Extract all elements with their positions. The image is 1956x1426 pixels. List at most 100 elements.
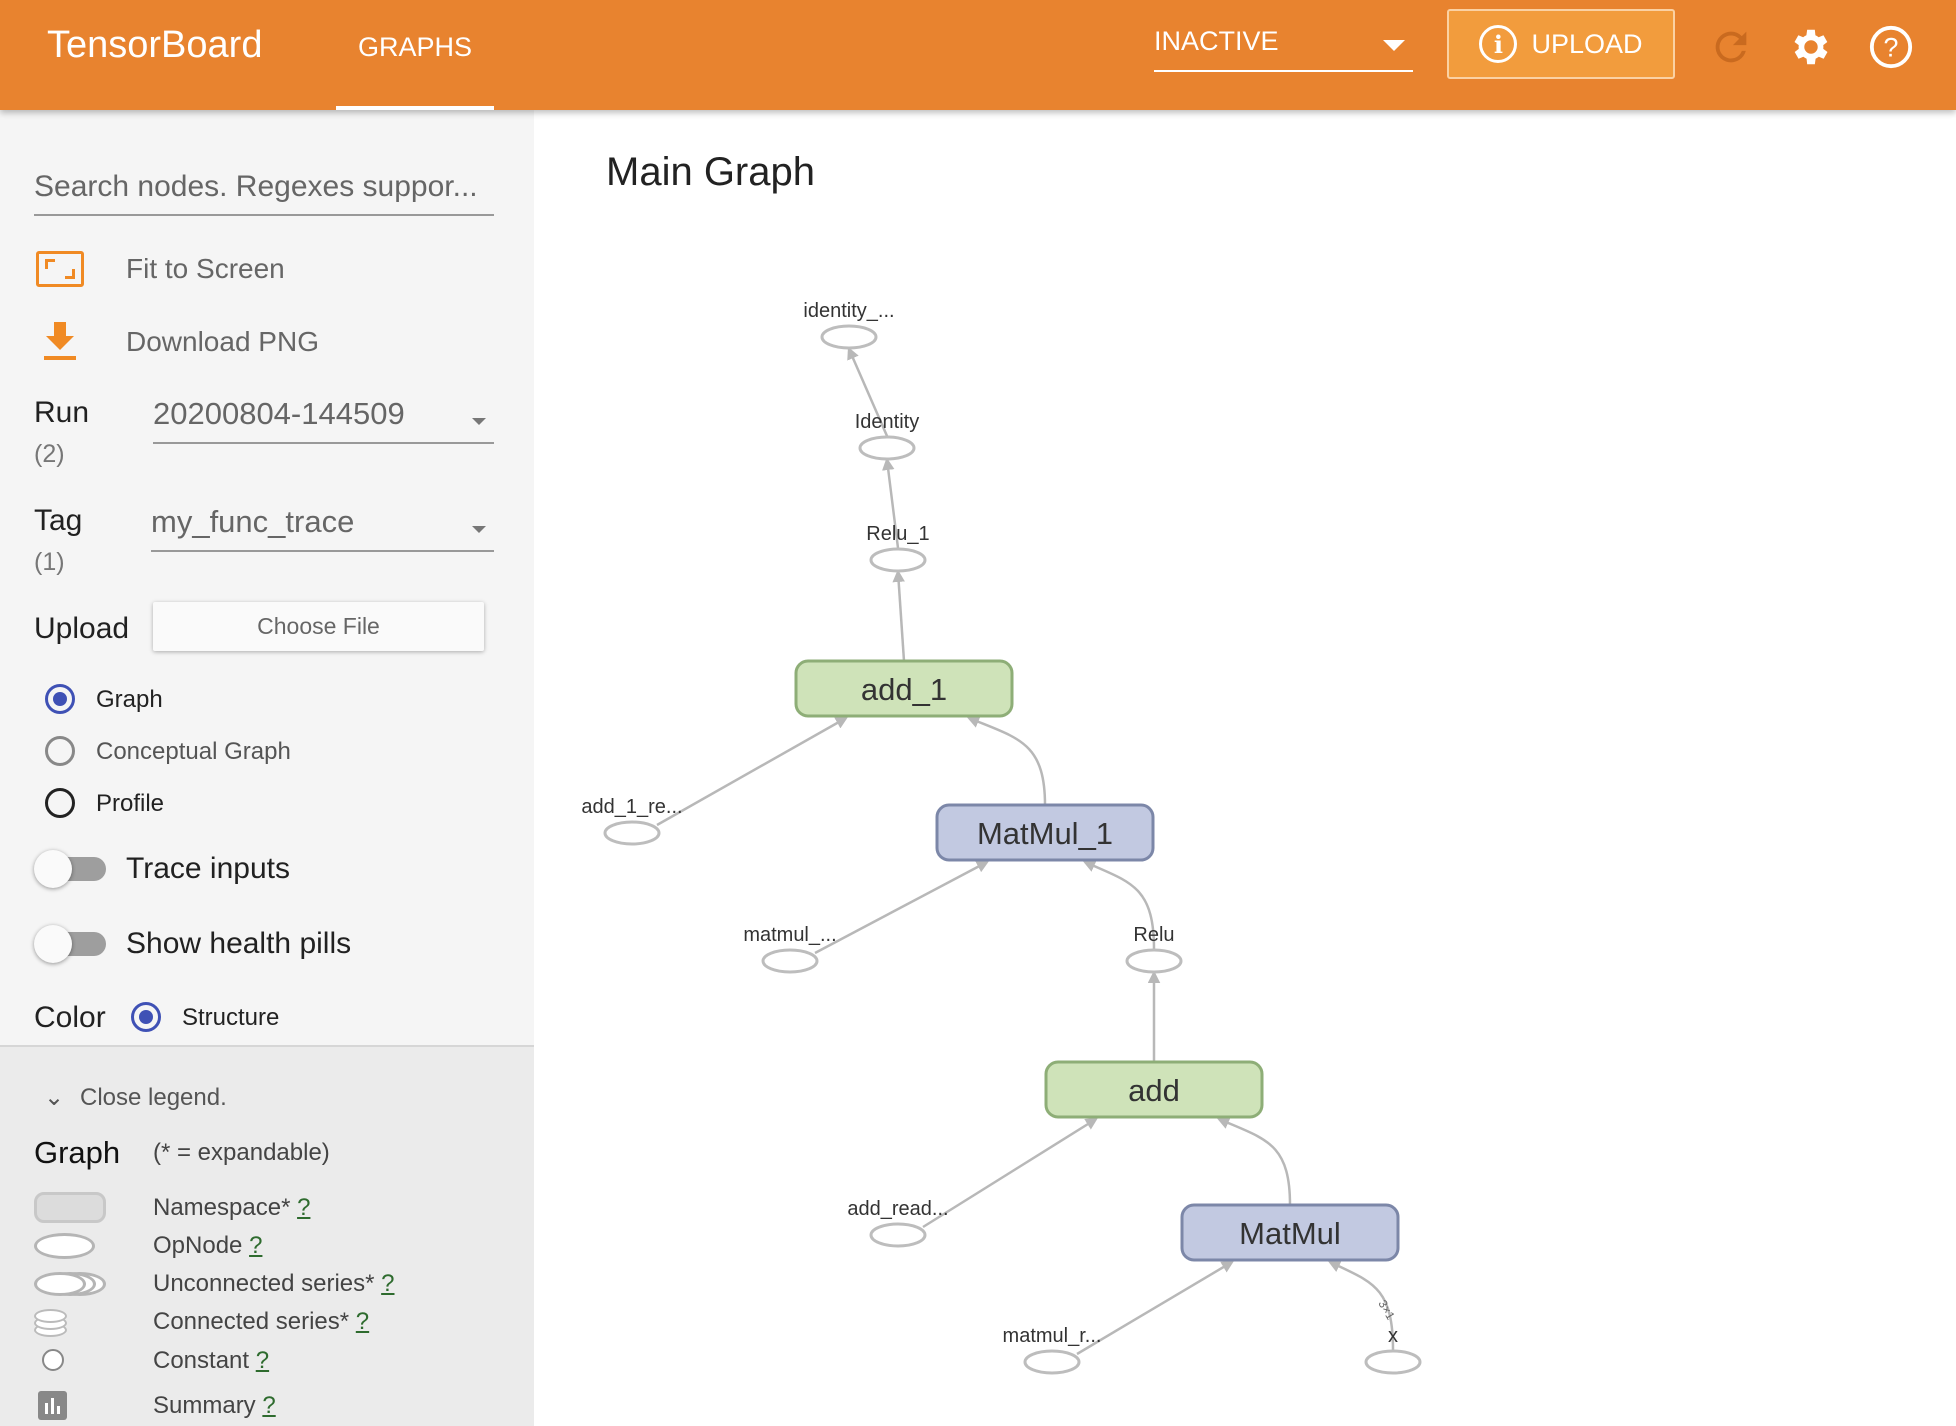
radio-profile-label: Profile <box>96 790 165 817</box>
download-icon[interactable] <box>42 322 78 367</box>
help-link[interactable]: ? <box>262 1392 276 1419</box>
legend-note: (* = expandable) <box>153 1139 330 1166</box>
graph-node-MatMul_1[interactable]: MatMul_1 <box>935 803 1155 862</box>
node-box[interactable] <box>1180 1203 1400 1262</box>
node-label: add_read... <box>847 1198 948 1220</box>
tag-label: Tag <box>34 504 83 537</box>
radio-graph[interactable] <box>45 684 75 714</box>
help-icon[interactable]: ? <box>1868 24 1914 70</box>
opnode-shape[interactable] <box>1023 1349 1081 1375</box>
graph-edge <box>1327 1260 1395 1351</box>
node-label: matmul_r... <box>1003 1325 1102 1347</box>
app-title: TensorBoard <box>47 24 263 66</box>
node-box[interactable] <box>794 659 1014 718</box>
graph-node-identity_out[interactable]: identity_... <box>803 300 895 350</box>
graph-node-add_1_re[interactable]: add_1_re... <box>581 796 683 846</box>
graph-edge <box>814 860 990 955</box>
plugin-select[interactable]: INACTIVE <box>1154 26 1413 72</box>
opnode-shape[interactable] <box>1364 1349 1422 1375</box>
help-link[interactable]: ? <box>355 1308 370 1335</box>
node-box[interactable] <box>935 803 1155 862</box>
help-link[interactable]: ? <box>255 1347 270 1374</box>
node-label: Identity <box>855 411 919 433</box>
graph-edge <box>882 457 900 549</box>
node-box[interactable] <box>1044 1060 1264 1119</box>
legend-connected-series: Connected series* ? <box>153 1308 370 1335</box>
color-label: Color <box>34 1001 106 1034</box>
help-link[interactable]: ? <box>297 1194 311 1221</box>
run-label: Run <box>34 396 90 429</box>
edge-shape-label: 3×1 <box>1375 1298 1397 1323</box>
legend-namespace: Namespace* ? <box>153 1194 311 1221</box>
graph-edge <box>847 346 889 437</box>
tag-select[interactable]: my_func_trace <box>151 504 494 552</box>
tab-graphs[interactable]: GRAPHS <box>336 0 494 110</box>
node-label: x <box>1388 1325 1398 1347</box>
radio-color-structure-label: Structure <box>182 1004 280 1031</box>
graph-edge <box>656 716 849 827</box>
run-select[interactable]: 20200804-144509 <box>153 396 494 444</box>
opnode-shape[interactable] <box>820 324 878 350</box>
refresh-icon[interactable] <box>1708 24 1754 70</box>
graph-node-add_1[interactable]: add_1 <box>794 659 1014 718</box>
graph-node-x[interactable]: x <box>1364 1325 1422 1375</box>
download-png-button[interactable]: Download PNG <box>126 326 319 357</box>
radio-graph-label: Graph <box>96 686 163 713</box>
graph-node-matmul_r[interactable]: matmul_r... <box>1003 1325 1102 1375</box>
legend-opnode: OpNode ? <box>153 1232 263 1259</box>
help-link[interactable]: ? <box>249 1232 263 1259</box>
graph-node-Relu[interactable]: Relu <box>1125 924 1183 974</box>
tag-count: (1) <box>34 548 65 576</box>
close-legend-button[interactable]: Close legend. <box>80 1084 227 1111</box>
choose-file-button[interactable]: Choose File <box>153 602 484 651</box>
node-label: add_1_re... <box>581 796 682 818</box>
graph-node-Relu_1[interactable]: Relu_1 <box>866 523 930 573</box>
node-label: add <box>1128 1073 1180 1108</box>
legend-title: Graph <box>34 1135 121 1170</box>
graph-node-Identity[interactable]: Identity <box>855 411 919 461</box>
run-value: 20200804-144509 <box>153 396 405 431</box>
opnode-shape[interactable] <box>858 435 916 461</box>
opnode-icon <box>34 1233 95 1259</box>
opnode-shape[interactable] <box>1125 948 1183 974</box>
graph-edge <box>1216 1117 1292 1206</box>
gear-icon[interactable] <box>1788 24 1834 70</box>
fit-to-screen-button[interactable]: Fit to Screen <box>126 253 285 284</box>
radio-profile[interactable] <box>45 788 75 818</box>
unconnected-series-icon <box>34 1272 108 1296</box>
health-pills-label: Show health pills <box>126 927 352 960</box>
graph-edge <box>966 716 1047 806</box>
opnode-shape[interactable] <box>869 547 927 573</box>
info-icon: i <box>1479 25 1518 63</box>
legend-constant: Constant ? <box>153 1347 270 1374</box>
trace-inputs-label: Trace inputs <box>126 852 290 885</box>
node-label: add_1 <box>861 672 947 707</box>
top-bar: TensorBoard GRAPHS INACTIVE i UPLOAD ? <box>0 0 1956 110</box>
graph-node-add_read[interactable]: add_read... <box>847 1198 949 1248</box>
radio-conceptual-graph-label: Conceptual Graph <box>96 738 291 765</box>
node-label: identity_... <box>803 300 894 322</box>
graph-node-MatMul[interactable]: MatMul <box>1180 1203 1400 1262</box>
radio-color-structure[interactable] <box>131 1002 161 1032</box>
fit-to-screen-icon[interactable] <box>36 251 84 287</box>
upload-label: UPLOAD <box>1531 28 1643 59</box>
radio-conceptual-graph[interactable] <box>45 736 75 766</box>
legend-panel: ⌄ Close legend. Graph (* = expandable) N… <box>0 1045 534 1426</box>
search-input[interactable]: Search nodes. Regexes suppor... <box>34 170 494 216</box>
upload-label: Upload <box>34 612 130 645</box>
opnode-shape[interactable] <box>603 820 661 846</box>
help-link[interactable]: ? <box>381 1270 395 1297</box>
svg-text:?: ? <box>1884 33 1899 63</box>
graph-edge <box>922 1117 1099 1229</box>
opnode-shape[interactable] <box>761 948 819 974</box>
main-graph-title: Main Graph <box>606 150 815 194</box>
chevron-down-icon[interactable]: ⌄ <box>44 1084 65 1111</box>
dropdown-arrow-icon <box>472 418 486 425</box>
upload-button[interactable]: i UPLOAD <box>1447 9 1675 79</box>
graph-node-add[interactable]: add <box>1044 1060 1264 1119</box>
opnode-shape[interactable] <box>869 1222 927 1248</box>
dropdown-arrow-icon <box>472 526 486 533</box>
constant-icon <box>42 1349 64 1371</box>
graph-node-matmul_[interactable]: matmul_... <box>743 924 837 974</box>
